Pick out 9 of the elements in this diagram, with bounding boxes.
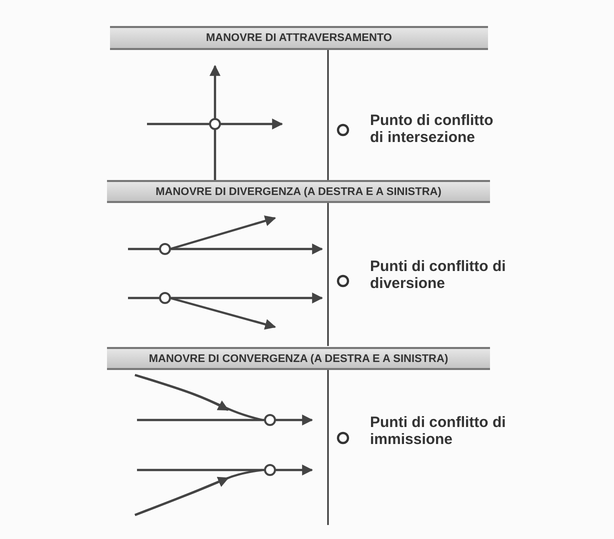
legend-label: Punti di conflitto di immissione [370, 414, 507, 448]
header-band [107, 347, 490, 370]
header-band [107, 180, 490, 203]
section-heading: MANOVRE DI CONVERGENZA (A DESTRA E A SINISTRA) [148, 352, 448, 364]
header-band [110, 26, 488, 50]
legend-label: Punto di conflitto di intersezione [370, 112, 494, 146]
section-heading: MANOVRE DI DIVERGENZA (A DESTRA E A SINISTRA) [156, 186, 442, 198]
section-heading: MANOVRE DI ATTRAVERSAMENTO [206, 32, 392, 44]
legend-label: Punti di conflitto di diversione [370, 258, 507, 292]
